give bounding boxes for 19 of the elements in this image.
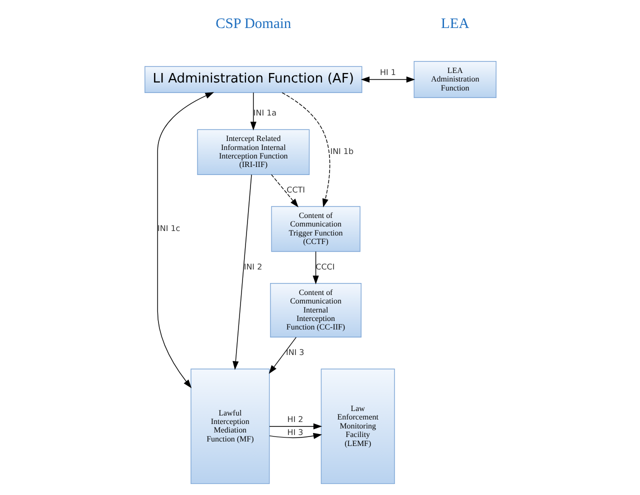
label: LEA (440, 16, 469, 32)
label: CSP Domain (215, 16, 291, 32)
node-box: Content of Communication Internal Interception Function (CC-IIF) (270, 283, 361, 338)
arrow (270, 174, 298, 208)
arrow (268, 432, 322, 439)
arrow (268, 423, 322, 430)
arrow (268, 336, 296, 374)
node-box: LI Administration Function (AF) (144, 66, 362, 93)
arrow (360, 76, 415, 83)
arrow (281, 92, 330, 208)
arrow (232, 174, 252, 370)
node-box: Intercept Related Information Internal Interception Function (IRI-IIF) (196, 129, 310, 175)
node-box: Lawful Interception Mediation Function (MF) (190, 368, 270, 484)
arrow (312, 251, 318, 284)
arrow (156, 92, 214, 388)
arrow (250, 92, 256, 130)
node-box: LEA Administration Function (413, 61, 496, 98)
node-box: Law Enforcement Monitoring Facility (LEMF) (320, 368, 394, 484)
node-box: Content of Communication Trigger Function (CCTF) (270, 206, 360, 252)
